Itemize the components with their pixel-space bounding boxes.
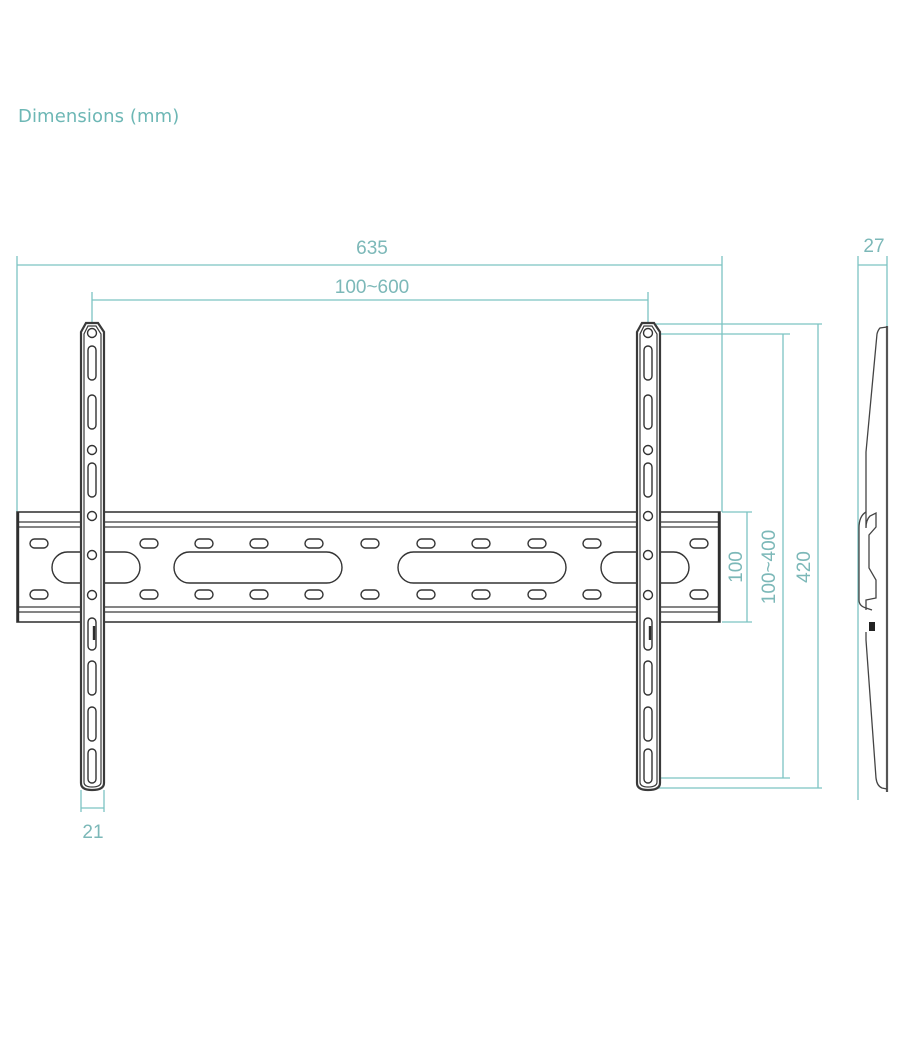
dimension-21: 21: [80, 790, 105, 843]
slot-row-bottom: [29, 589, 709, 600]
wall-plate: [16, 511, 721, 623]
dim-label-21: 21: [82, 822, 103, 843]
dim-label-27: 27: [863, 236, 884, 257]
dim-label-100-400: 100~400: [759, 530, 780, 605]
dimension-100-600: 100~600: [91, 277, 649, 322]
dimension-635: 635: [16, 238, 723, 512]
left-rail: [79, 321, 106, 792]
dim-label-100-600: 100~600: [335, 277, 410, 298]
dimension-100-400: 100~400: [656, 333, 790, 779]
side-profile-view: [858, 326, 889, 792]
dimension-27: 27: [857, 236, 888, 800]
diagram-title: Dimensions (mm): [18, 106, 180, 127]
dimension-420: 420: [656, 323, 822, 789]
dim-label-100: 100: [726, 551, 747, 583]
right-rail: [635, 321, 662, 792]
slot-row-top: [29, 538, 709, 549]
dim-label-420: 420: [794, 551, 815, 583]
dim-label-635: 635: [356, 238, 388, 259]
dimension-100: 100: [722, 511, 752, 623]
